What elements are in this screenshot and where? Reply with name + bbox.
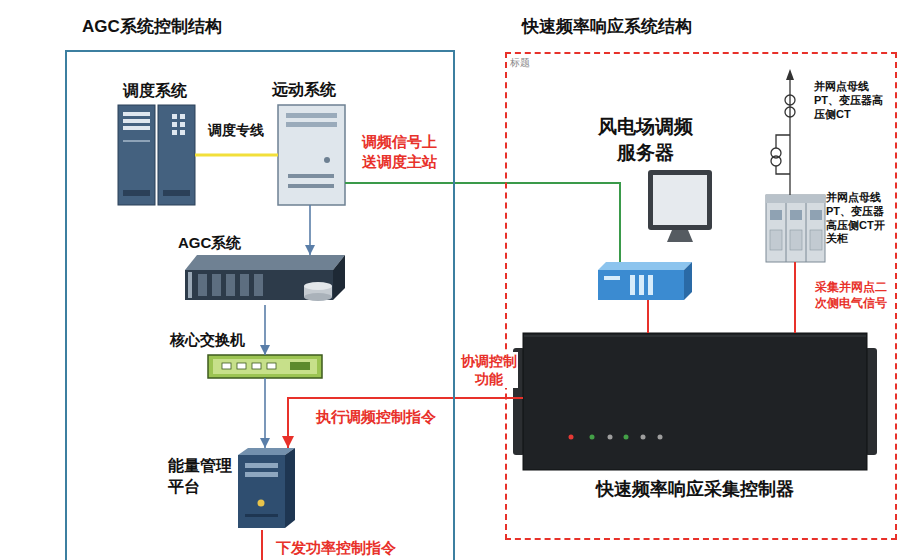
connector: [647, 300, 649, 333]
switchgear-cabinet-icon: [766, 195, 825, 262]
cabinet-node: 并网点母线 PT、变压器 高压侧CT开 关柜: [766, 195, 825, 262]
connector: [345, 183, 620, 262]
watermark-label: 标题: [510, 56, 530, 69]
rack-node: AGC系统: [185, 255, 345, 305]
connector-label: 调度专线: [208, 121, 264, 139]
node-label: 远动系统: [272, 80, 336, 101]
server-node: 调度系统: [118, 105, 195, 205]
command-leader-line: [261, 530, 263, 560]
connector-group: [195, 155, 795, 448]
server-node: 能量管理 平台: [238, 448, 295, 528]
region-heading: AGC系统控制结构: [82, 16, 222, 38]
controller-chassis-icon: [513, 333, 877, 470]
energy-platform-server-icon: [238, 448, 295, 528]
node-label: 调度系统: [123, 81, 187, 102]
function-label: 协调控制 功能: [460, 352, 518, 388]
server-node: 远动系统: [278, 105, 345, 205]
connector-label: 采集并网点二 次侧电气信号: [815, 280, 893, 311]
connector: [264, 305, 266, 355]
node-label: 风电场调频 服务器: [590, 114, 700, 165]
monitor-icon: [648, 170, 712, 242]
connector: [195, 154, 278, 157]
equipment-label: 并网点母线 PT、变压器高 压侧CT: [814, 80, 892, 121]
node-label: 能量管理 平台: [168, 456, 234, 498]
node-label: 并网点母线 PT、变压器 高压侧CT开 关柜: [826, 191, 892, 246]
node-label: AGC系统: [178, 233, 241, 253]
telecontrol-server-icon: [278, 105, 345, 205]
connector: [794, 262, 796, 333]
region-heading: 快速频率响应系统结构: [522, 16, 692, 38]
connector: [264, 378, 266, 448]
command-label: 下发功率控制指令: [276, 538, 396, 558]
server-node: 风电场调频 服务器: [598, 262, 692, 300]
node-label: 快速频率响应采集控制器: [523, 478, 867, 501]
connector: [309, 205, 311, 255]
switch-node: 核心交换机: [208, 355, 322, 378]
connector: [288, 398, 523, 448]
connector-label: 调频信号上 送调度主站: [362, 132, 446, 171]
transformer-symbol: [771, 69, 795, 195]
dispatch-server-icon: [118, 105, 195, 205]
connector-label: 执行调频控制指令: [316, 407, 436, 427]
core-switch-icon: [208, 355, 322, 378]
agc-rack-icon: [185, 255, 345, 301]
frequency-server-icon: [598, 262, 692, 300]
node-label: 核心交换机: [170, 330, 245, 350]
controller-node: 快速频率响应采集控制器: [523, 333, 867, 470]
